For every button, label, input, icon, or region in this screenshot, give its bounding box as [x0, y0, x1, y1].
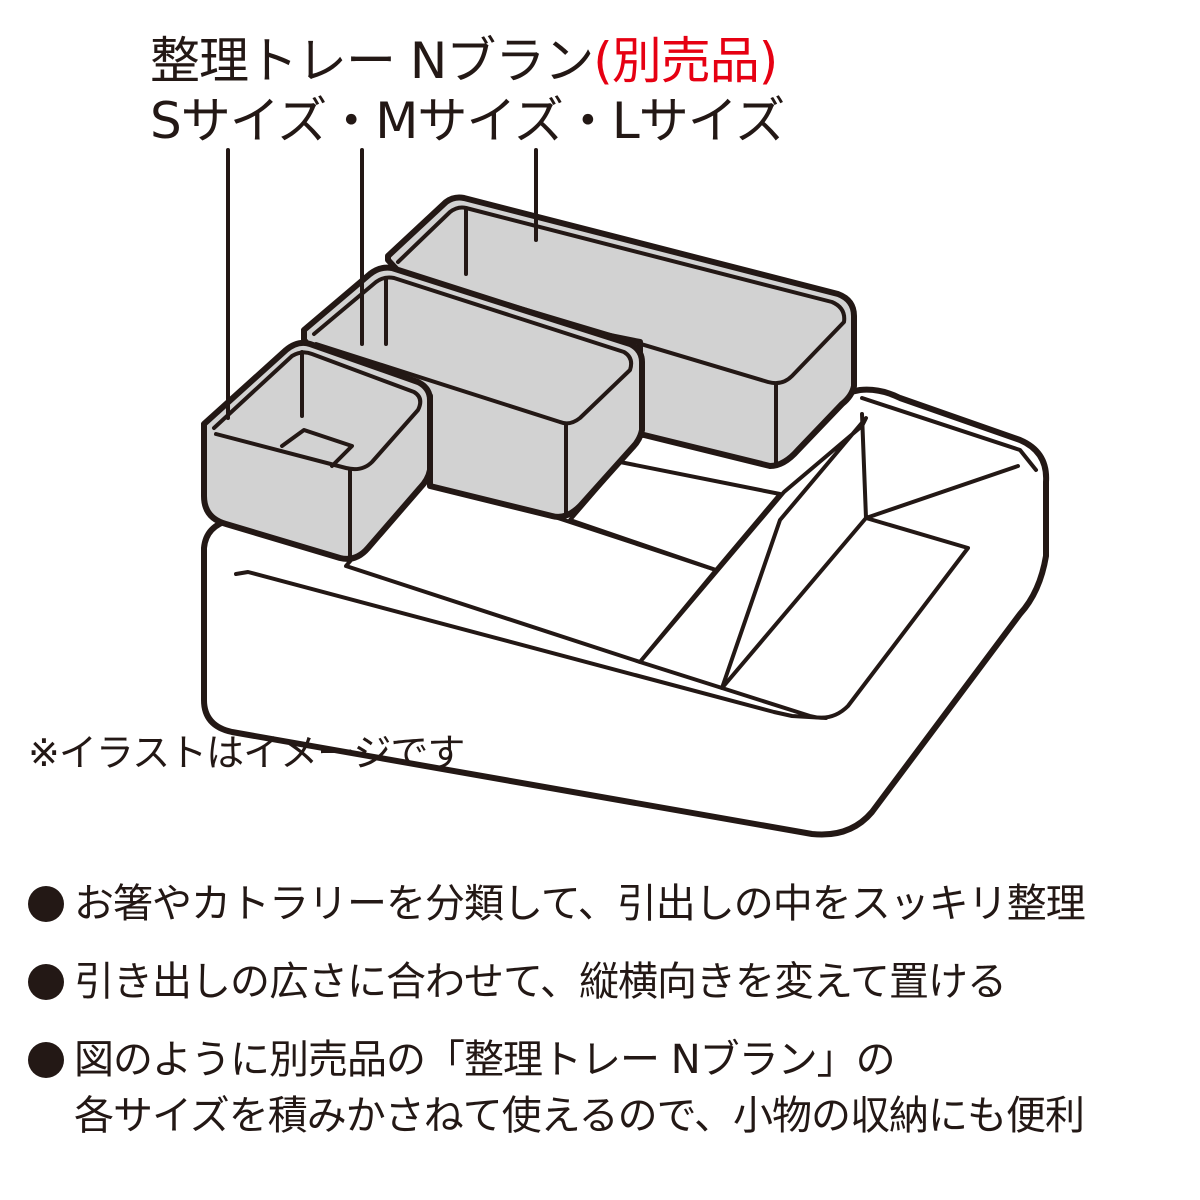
organizer-tray-illustration: [201, 148, 1050, 838]
base-rim: [860, 396, 1038, 472]
tray-small-body: [201, 339, 433, 562]
tray-medium: [301, 264, 645, 520]
tray-large-corner-lines: [464, 206, 778, 468]
tray-medium-corner-lines: [384, 276, 568, 518]
bullet-icon: [28, 964, 64, 1000]
organizer-base: [201, 386, 1050, 838]
feature-item: 引き出しの広さに合わせて、縦横向きを変えて置ける: [28, 954, 1188, 1010]
tray-caption-name: 整理トレー Nブラン: [150, 32, 594, 90]
base-long-slot-right: [720, 516, 970, 720]
tray-caption-sizes: Sサイズ・Mサイズ・Lサイズ: [150, 92, 785, 150]
feature-text: 図のように別売品の「整理トレー Nブラン」の: [74, 1037, 896, 1083]
tray-small-corner-lines: [300, 350, 352, 558]
feature-list: お箸やカトラリーを分類して、引出しの中をスッキリ整理 引き出しの広さに合わせて、…: [28, 876, 1188, 1166]
tray-small-floor: [280, 428, 354, 468]
feature-text: お箸やカトラリーを分類して、引出しの中をスッキリ整理: [74, 881, 1086, 927]
size-leader-lines: [226, 148, 538, 420]
bullet-icon: [28, 1042, 64, 1078]
tray-small: [201, 339, 433, 562]
tray-caption-title: 整理トレー Nブラン(別売品): [150, 36, 778, 86]
feature-item: お箸やカトラリーを分類して、引出しの中をスッキリ整理: [28, 876, 1188, 932]
tray-large-inner-rim: [396, 205, 847, 386]
feature-text-continued: 各サイズを積みかさねて使えるので、小物の収納にも便利: [74, 1093, 1085, 1139]
illustration-note: ※イラストはイメージです: [28, 731, 465, 775]
bullet-icon: [28, 886, 64, 922]
tray-large: [385, 194, 857, 469]
tray-medium-inner-rim: [312, 275, 634, 426]
sold-separately-label: (別売品): [593, 32, 778, 90]
base-front-edge: [234, 570, 828, 720]
feature-text: 引き出しの広さに合わせて、縦横向きを変えて置ける: [74, 959, 1007, 1005]
tray-large-body: [385, 194, 857, 469]
feature-item: 図のように別売品の「整理トレー Nブラン」の 各サイズを積みかさねて使えるので、…: [28, 1032, 1188, 1144]
base-slot-wall: [860, 412, 1020, 520]
